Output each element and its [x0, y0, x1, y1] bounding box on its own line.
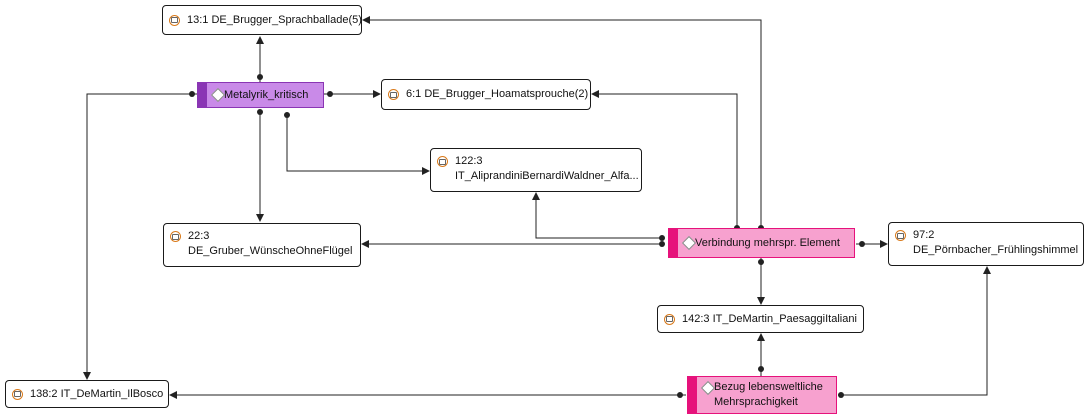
edge-verbindung-to-97 [856, 240, 888, 248]
edge-metalyrik-to-13 [256, 36, 264, 82]
node-97-de-poernbacher[interactable]: 97:2 DE_Pörnbacher_Frühlingshimmel [888, 222, 1084, 266]
node-label: 6:1 DE_Brugger_Hoamatsprouche(2) [406, 88, 589, 100]
edge-metalyrik-to-22 [256, 109, 264, 222]
edge-bezug-to-97 [838, 266, 991, 398]
node-label-line2: DE_Gruber_WünscheOhneFlügel [188, 245, 353, 257]
node-label: 138:2 IT_DeMartin_IlBosco [30, 387, 164, 400]
code-node-metalyrik-kritisch[interactable]: Metalyrik_kritisch [197, 82, 324, 108]
edge-metalyrik-to-138 [83, 91, 197, 380]
document-icon [664, 313, 675, 325]
node-label: 13:1 DE_Brugger_Sprachballade(5) [187, 13, 362, 26]
code-color-bar [669, 229, 678, 257]
node-13-de-brugger-sprachballade[interactable]: 13:1 DE_Brugger_Sprachballade(5) [162, 5, 362, 35]
edge-verbindung-to-13 [362, 16, 764, 231]
node-label: Verbindung mehrspr. Element [695, 236, 840, 249]
document-icon [895, 230, 906, 241]
code-node-bezug-lebensweltliche-mehrsprachigkeit[interactable]: Bezug lebensweltliche Mehrsprachigkeit [687, 376, 837, 414]
node-label: Metalyrik_kritisch [224, 88, 309, 101]
diamond-icon [210, 87, 226, 103]
document-icon [388, 89, 399, 100]
node-label-line2: IT_AliprandiniBernardiWaldner_Alfa... [455, 170, 639, 182]
diamond-icon [681, 235, 697, 251]
diamond-icon [700, 380, 716, 396]
edge-bezug-to-142 [757, 333, 765, 376]
node-label: 142:3 IT_DeMartin_PaesaggiItaliani [682, 312, 857, 325]
edge-metalyrik-to-122 [284, 112, 430, 175]
node-138-it-demartin-ilbosco[interactable]: 138:2 IT_DeMartin_IlBosco [5, 380, 169, 408]
document-icon [12, 388, 23, 400]
code-color-bar [688, 377, 697, 413]
node-label-line1: 97:2 [913, 229, 935, 241]
edge-verbindung-to-142 [757, 258, 765, 305]
node-label-line1: Bezug lebensweltliche [714, 381, 823, 393]
node-142-it-demartin-paesaggi[interactable]: 142:3 IT_DeMartin_PaesaggiItaliani [657, 305, 864, 333]
edge-bezug-to-138 [169, 391, 686, 399]
node-label-line2: Mehrsprachigkeit [714, 396, 798, 408]
document-icon [169, 14, 180, 26]
node-6-de-brugger-hoamatsprouche[interactable]: 6:1 DE_Brugger_Hoamatsprouche(2) [381, 79, 591, 110]
code-node-verbindung-mehrspr-element[interactable]: Verbindung mehrspr. Element [668, 228, 855, 258]
node-22-de-gruber[interactable]: 22:3 DE_Gruber_WünscheOhneFlügel [163, 223, 361, 267]
node-label-line1: 22:3 [188, 230, 210, 242]
edge-metalyrik-to-6 [324, 90, 381, 98]
document-icon [437, 156, 448, 167]
node-label-line1: 122:3 [455, 155, 483, 167]
edge-verbindung-to-122 [532, 192, 665, 241]
document-icon [170, 231, 181, 242]
edge-verbindung-to-22 [361, 240, 665, 248]
node-122-it-aliprandini[interactable]: 122:3 IT_AliprandiniBernardiWaldner_Alfa… [430, 148, 642, 192]
node-label-line2: DE_Pörnbacher_Frühlingshimmel [913, 244, 1079, 256]
code-color-bar [198, 83, 207, 107]
